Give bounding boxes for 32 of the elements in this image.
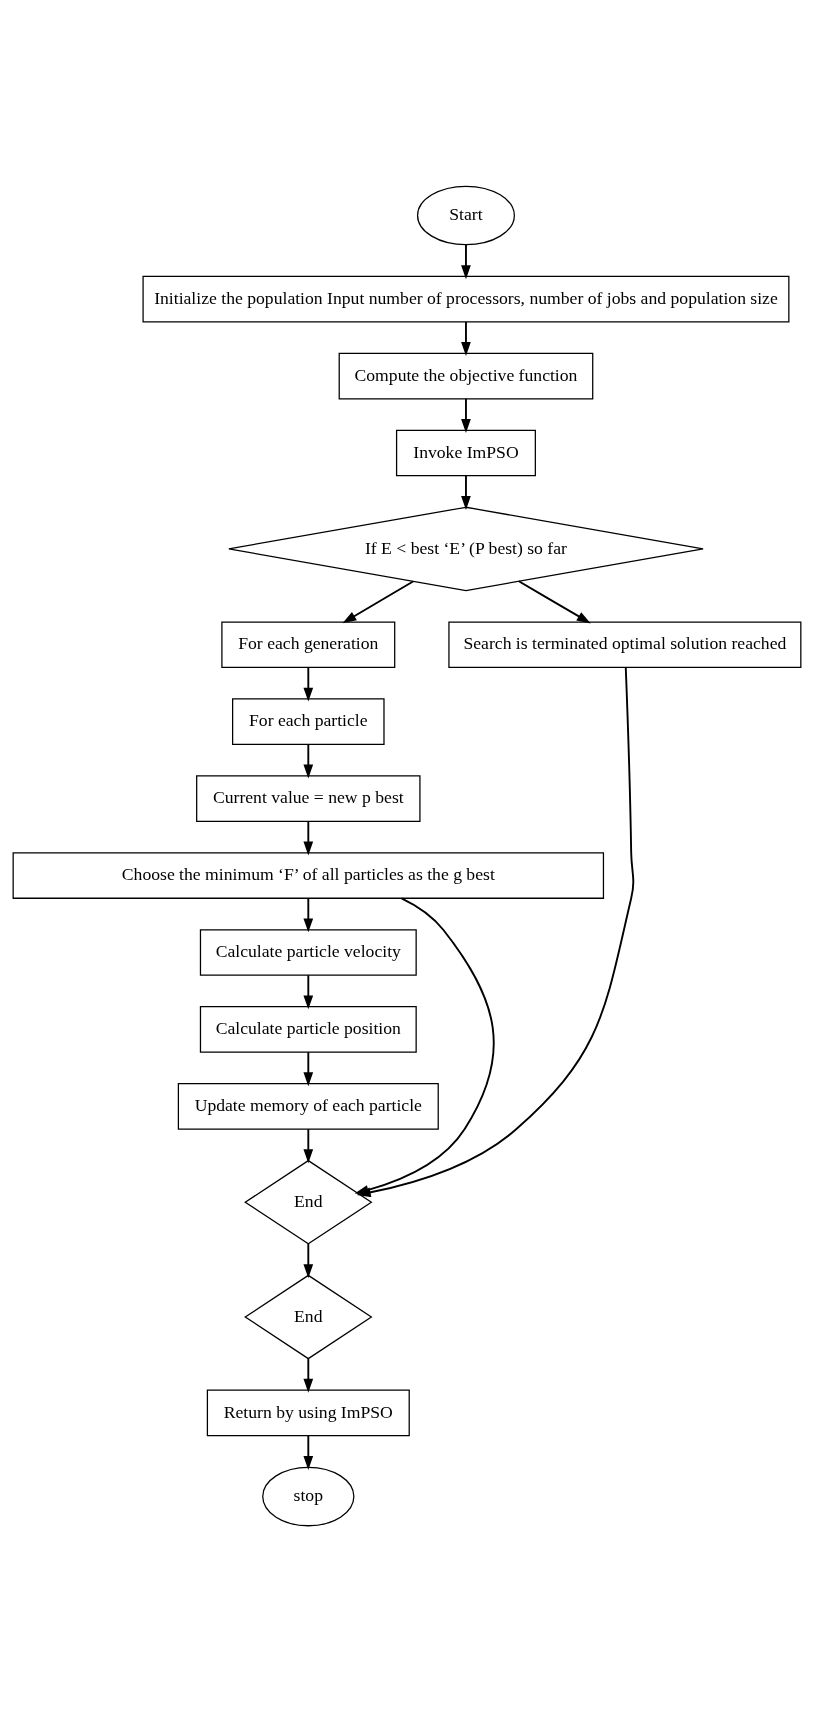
arrow [303, 1434, 314, 1470]
node-ellipse: stop [262, 1466, 355, 1526]
node-box: Initialize the population Input number of processors, number of jobs and population size [142, 275, 790, 322]
arrow [461, 243, 471, 279]
node-box: Calculate particle position [199, 1005, 417, 1053]
arrow [303, 1050, 314, 1086]
arrow [303, 1242, 314, 1278]
node-box: For each generation [221, 620, 396, 668]
arrow [517, 579, 591, 623]
arrow [461, 474, 471, 510]
node-diamond: If E < best ‘E’ (P best) so far [228, 506, 704, 591]
arrow [303, 819, 314, 855]
arrow [461, 397, 471, 433]
arrow [303, 666, 314, 702]
arrow [461, 320, 471, 356]
node-diamond: End [244, 1274, 373, 1359]
node-box: Return by using ImPSO [206, 1389, 410, 1436]
arrow [342, 580, 414, 623]
node-box: Compute the objective function [338, 352, 594, 399]
node-box: Update memory of each particle [177, 1082, 439, 1130]
node-box: Choose the minimum ‘F’ of all particles as the g best [12, 851, 605, 899]
node-box: For each particle [232, 697, 385, 745]
node-box: Invoke ImPSO [395, 429, 536, 476]
arrow [303, 973, 314, 1009]
node-box: Calculate particle velocity [199, 928, 417, 976]
arrow [303, 1357, 314, 1393]
arrow [303, 743, 314, 778]
arrow [303, 1127, 314, 1163]
node-box: Current value = new p best [196, 774, 421, 822]
node-box: Search is terminated optimal solution reached [448, 620, 802, 668]
arrow [303, 896, 314, 932]
node-ellipse: Start [416, 185, 515, 245]
